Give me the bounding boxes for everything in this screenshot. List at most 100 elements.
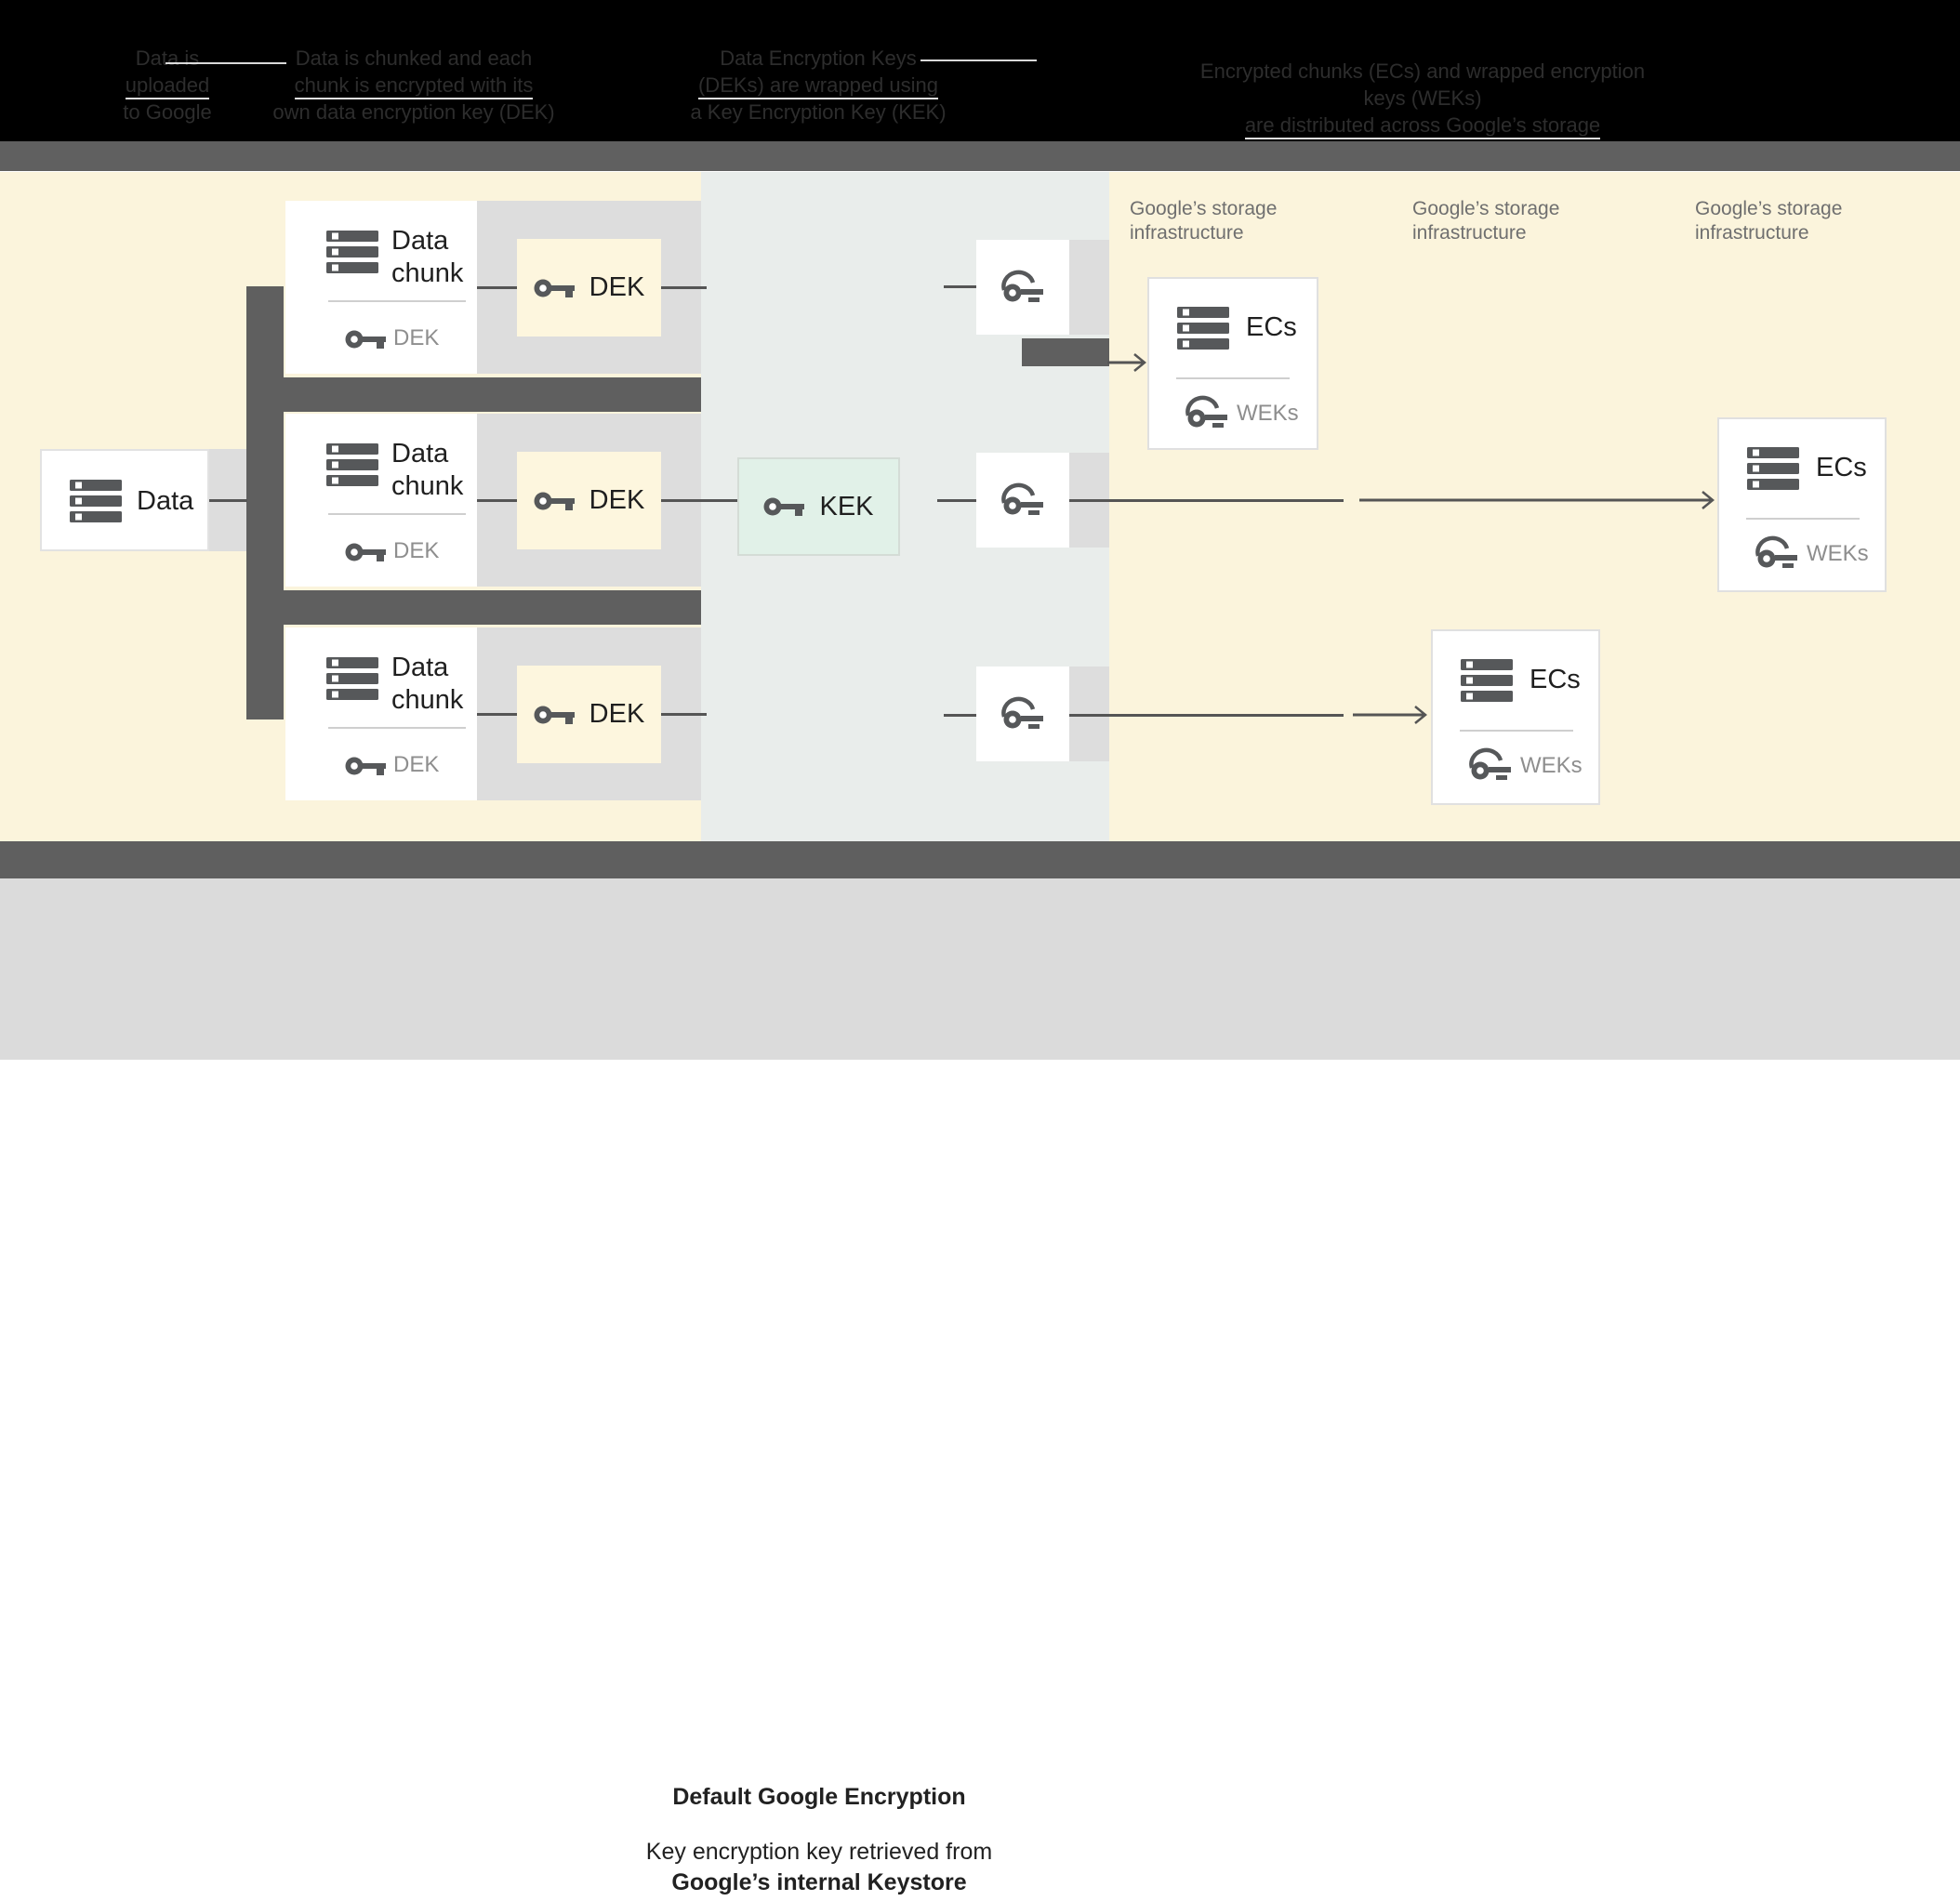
caption-line: a Key Encryption Key (KEK) [690,100,947,124]
key-icon [534,279,575,297]
ec-label: ECs [1816,453,1867,482]
chunk-label: Data chunk [391,653,464,715]
caption-line: uploaded [56,72,279,99]
chunk-label: Data chunk [391,439,464,501]
caption-line: chunk is encrypted with its [260,72,567,99]
caption-title: Default Google Encryption [672,1784,966,1810]
chunk-label: Data chunk [391,226,464,288]
top-gray-bar [0,141,1960,171]
caption-line: own data encryption key (DEK) [272,100,555,124]
dek-box-1: DEK [517,239,661,337]
connector-line [661,499,737,502]
divider [1176,377,1290,379]
ec-weks-label: WEKs [1807,541,1869,566]
key-icon [345,757,386,775]
storage-label-1: Google’s storage infrastructure [1130,198,1278,244]
caption-line: Encrypted chunks (ECs) and wrapped encry… [1199,59,1646,110]
database-icon [1461,659,1513,702]
chunk-box-3: Data chunk DEK [285,627,477,800]
caption-box: Default Google Encryption Key encryption… [593,1758,1045,1901]
connector-line [477,286,517,289]
caption-col-3: Data Encryption Keys (DEKs) are wrapped … [660,45,976,125]
ec-weks-label: WEKs [1520,753,1583,778]
connector-stub [944,285,976,288]
caption-col-2: Data is chunked and each chunk is encryp… [260,45,567,125]
key-icon [345,543,386,561]
caption-line: to Google [123,100,212,124]
header-artifact-line [166,62,286,64]
connector-stub [944,714,976,717]
divider [1460,730,1573,732]
wrapped-key-icon [1185,394,1229,431]
database-icon [70,480,122,522]
key-icon [345,330,386,349]
connector-data-to-bar [209,499,247,502]
wrapped-key-icon [1000,269,1045,306]
database-icon [326,657,378,700]
storage-label-3: Google’s storage infrastructure [1695,198,1843,244]
arrow-to-ec1 [1107,353,1146,372]
footer-area: Default Google Encryption Key encryption… [0,878,1960,1901]
connector-line [661,713,707,716]
storage-label-2: Google’s storage infrastructure [1412,198,1560,244]
ec-label: ECs [1530,665,1581,694]
caption-line: Data Encryption Keys [720,46,917,70]
ec-box-3: ECs WEKs [1431,629,1600,805]
wrapped-key-box-3 [976,667,1069,761]
caption-col-1: Data is uploaded to Google [56,45,279,125]
dek-label: DEK [589,485,645,515]
wrapped-key-box-1 [976,240,1069,335]
arrow-to-ec2 [1359,491,1715,509]
caption-line: Data is [135,46,200,70]
divider [328,300,466,302]
page-header: Data is uploaded to Google Data is chunk… [0,0,1960,166]
ec-weks-label: WEKs [1237,401,1299,426]
fanout-vertical-bar [246,286,284,719]
data-box: Data [40,449,209,551]
divider [1746,518,1860,520]
wrapped-key-box-2 [976,453,1069,548]
dek-label: DEK [589,699,645,729]
data-box-label: Data [137,486,194,516]
kek-label: KEK [819,491,874,521]
caption-line: Data is chunked and each [295,46,533,70]
wrapped-key-icon [1468,746,1513,784]
caption-line: (DEKs) are wrapped using [660,72,976,99]
arrow-to-ec3 [1353,706,1427,724]
caption-line-1: Key encryption key retrieved from [645,1839,993,1865]
chunk-dek-label: DEK [393,752,440,777]
database-icon [1177,307,1229,350]
chunk-box-2: Data chunk DEK [285,414,477,587]
bottom-gray-bar [0,841,1960,878]
connector-line [477,499,517,502]
database-icon [1747,447,1799,490]
divider [328,727,466,729]
caption-line-2: Google’s internal Keystore [671,1869,967,1895]
ec-label: ECs [1246,312,1297,342]
kek-box: KEK [737,457,900,556]
connector-line [477,713,517,716]
arrow-segment [1069,499,1344,502]
wrapped-key-icon [1755,535,1799,572]
chunk-dek-label: DEK [393,325,440,350]
key-icon [763,497,805,516]
header-artifact-line [920,59,1037,61]
wrap-strip-1 [1069,240,1109,335]
connector-line [661,286,707,289]
chunk-box-1: Data chunk DEK [285,201,477,374]
connector-kek-to-wrap [937,499,976,502]
database-icon [326,443,378,486]
key-icon [534,706,575,724]
ec-box-2: ECs WEKs [1717,417,1887,592]
database-icon [326,231,378,273]
dek-label: DEK [589,272,645,302]
dek-box-3: DEK [517,666,661,763]
arrow-segment [1069,714,1344,717]
ec-box-1: ECs WEKs [1147,277,1318,450]
key-icon [534,492,575,510]
divider [328,513,466,515]
wrapped-key-icon [1000,482,1045,519]
fanout-band-2 [246,590,701,625]
fanout-band-1 [246,377,701,412]
